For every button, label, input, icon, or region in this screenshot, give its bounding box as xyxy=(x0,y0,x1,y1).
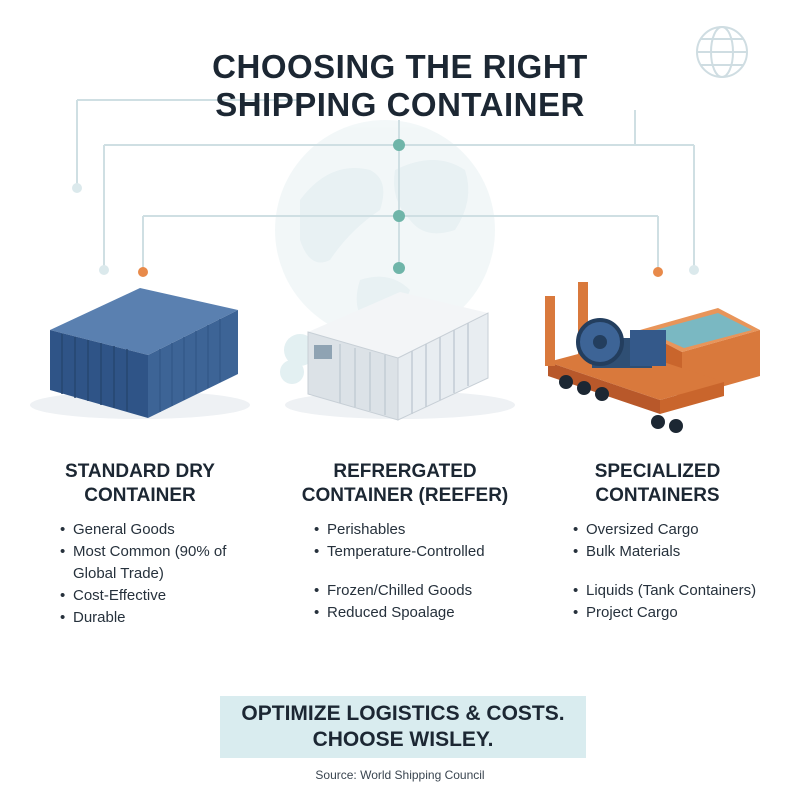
dry-container-illustration xyxy=(30,288,250,419)
page-title: CHOOSING THE RIGHT SHIPPING CONTAINER xyxy=(0,48,800,124)
call-to-action-banner: OPTIMIZE LOGISTICS & COSTS. CHOOSE WISLE… xyxy=(220,696,586,758)
connector-dots xyxy=(72,139,699,277)
reefer-title-line-2: CONTAINER (REEFER) xyxy=(301,485,509,506)
specialized-container-title: SPECIALIZED CONTAINERS xyxy=(560,460,755,508)
reefer-container-features: Perishables Temperature-Controlled Froze… xyxy=(314,519,534,624)
title-line-2: SHIPPING CONTAINER xyxy=(215,86,585,123)
source-credit: Source: World Shipping Council xyxy=(315,768,485,782)
title-line-1: CHOOSING THE RIGHT xyxy=(212,48,588,85)
feature-item: Frozen/Chilled Goods xyxy=(314,580,534,602)
feature-item: Perishables xyxy=(314,519,534,541)
cta-line-1: OPTIMIZE LOGISTICS & COSTS. xyxy=(241,702,565,725)
feature-item: Temperature-Controlled xyxy=(314,541,534,563)
feature-item: Project Cargo xyxy=(573,602,793,624)
reefer-container-illustration xyxy=(280,292,515,421)
dry-title-line-1: STANDARD DRY xyxy=(65,461,215,482)
feature-item: Bulk Materials xyxy=(573,541,793,563)
feature-item: Oversized Cargo xyxy=(573,519,793,541)
cta-line-2: CHOOSE WISLEY. xyxy=(312,728,494,751)
specialized-container-illustration xyxy=(545,282,760,433)
dry-container-features: General Goods Most Common (90% of Global… xyxy=(60,519,260,629)
reefer-container-title: REFRERGATED CONTAINER (REEFER) xyxy=(290,460,520,508)
dry-container-title: STANDARD DRY CONTAINER xyxy=(40,460,240,508)
feature-item: Liquids (Tank Containers) xyxy=(573,580,793,602)
specialized-container-features: Oversized Cargo Bulk Materials Liquids (… xyxy=(573,519,793,624)
dry-title-line-2: CONTAINER xyxy=(84,485,196,506)
feature-item: Durable xyxy=(60,607,260,629)
reefer-title-line-1: REFRERGATED xyxy=(333,461,477,482)
feature-item: Reduced Spoalage xyxy=(314,602,534,624)
feature-item: General Goods xyxy=(60,519,260,541)
special-title-line-1: SPECIALIZED xyxy=(594,461,721,482)
special-title-line-2: CONTAINERS xyxy=(595,485,720,506)
feature-item: Most Common (90% of Global Trade) xyxy=(60,541,260,585)
feature-item: Cost-Effective xyxy=(60,585,260,607)
globe-icon xyxy=(696,26,748,78)
connector-lines xyxy=(76,99,695,272)
